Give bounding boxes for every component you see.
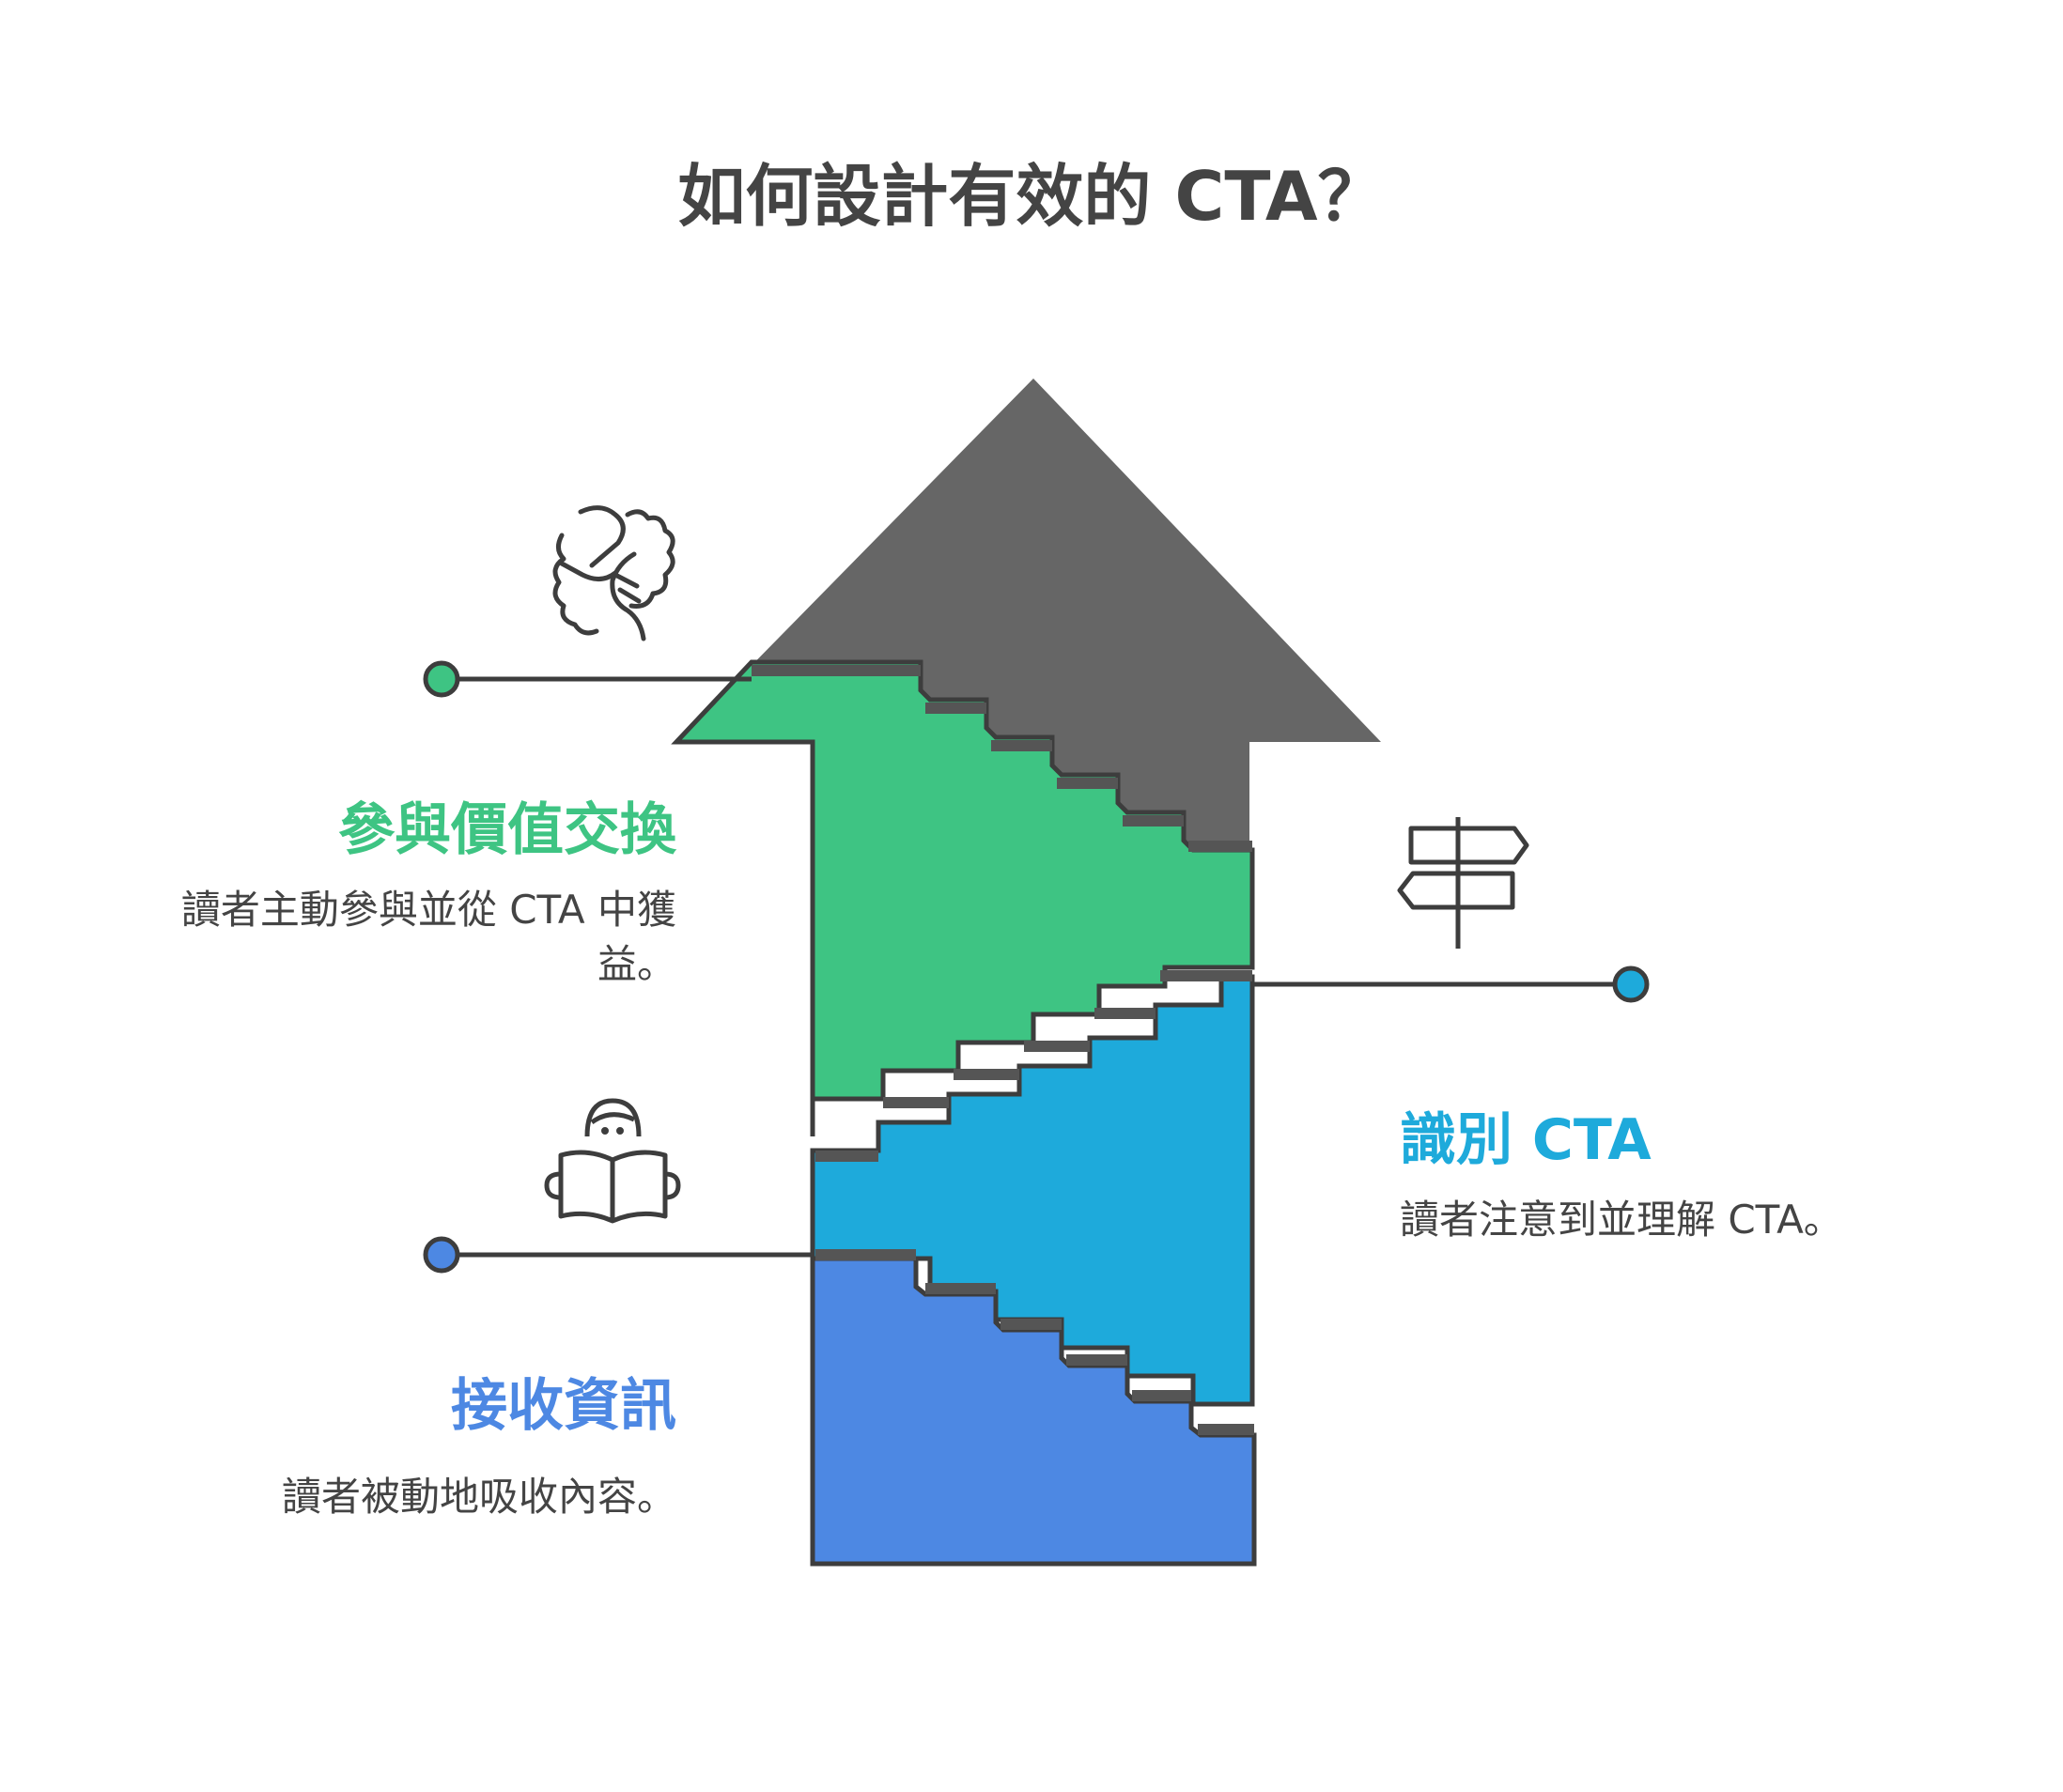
identify-title: 識別 CTA — [1400, 1107, 1652, 1173]
receive-connector-dot — [423, 1236, 460, 1274]
reader-icon — [544, 1098, 681, 1224]
engage-description: 讀者主動參與並從 CTA 中獲益。 — [180, 887, 676, 987]
receive-description: 讀者被動地吸收內容。 — [281, 1474, 676, 1520]
receive-title: 接收資訊 — [451, 1373, 676, 1439]
step-shading — [752, 665, 1254, 1435]
identify-description: 讀者注意到並理解 CTA。 — [1400, 1197, 1843, 1243]
engage-connector-dot — [423, 660, 460, 698]
page-title: 如何設計有效的 CTA？ — [677, 157, 1386, 236]
handshake-icon — [552, 505, 675, 641]
signpost-icon — [1397, 817, 1529, 949]
engage-title: 參與價值交換 — [338, 797, 676, 863]
identify-connector-dot — [1612, 966, 1650, 1003]
